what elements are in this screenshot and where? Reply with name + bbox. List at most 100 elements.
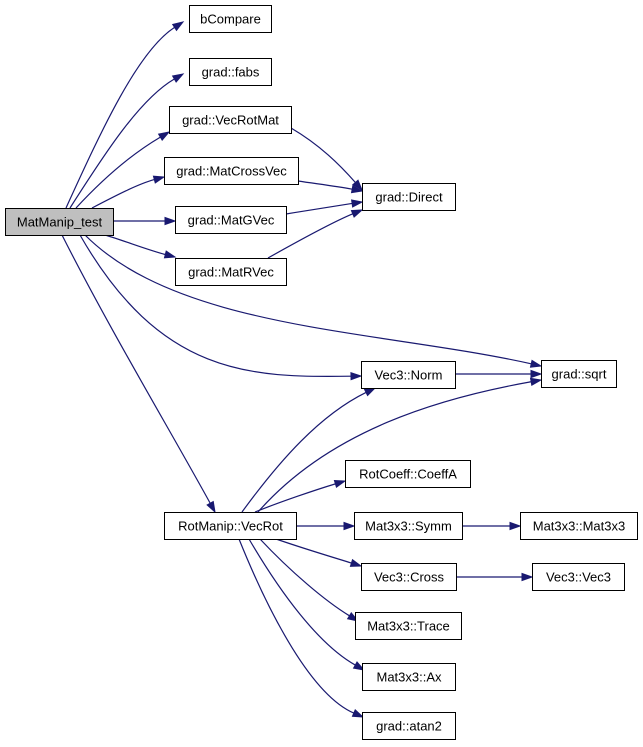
node-cross[interactable]: Vec3::Cross (361, 563, 457, 591)
node-box[interactable] (164, 157, 299, 185)
node-box[interactable] (355, 612, 462, 640)
node-mat3x3[interactable]: Mat3x3::Mat3x3 (520, 512, 638, 540)
node-box[interactable] (175, 206, 287, 234)
arrow-head-icon (349, 558, 363, 567)
node-label: RotManip::VecRot (178, 519, 283, 534)
edge-line (91, 179, 155, 209)
node-norm[interactable]: Vec3::Norm (361, 361, 456, 389)
arrow-head-icon (509, 521, 522, 531)
node-trace[interactable]: Mat3x3::Trace (355, 612, 462, 640)
edge-line (238, 538, 355, 714)
node-box[interactable] (5, 208, 114, 236)
arrow-head-icon (350, 184, 364, 194)
node-matrvec[interactable]: grad::MatRVec (175, 258, 287, 286)
node-box[interactable] (362, 712, 456, 740)
edge-root-to-fabs (69, 73, 185, 209)
node-sqrt[interactable]: grad::sqrt (541, 360, 617, 388)
node-box[interactable] (175, 258, 287, 286)
edge-line (275, 538, 352, 564)
arrow-head-icon (333, 479, 347, 489)
node-box[interactable] (189, 5, 272, 33)
node-direct[interactable]: grad::Direct (362, 183, 456, 211)
edge-line (75, 136, 161, 209)
edge-line (61, 234, 211, 504)
arrow-head-icon (521, 572, 534, 582)
arrow-head-icon (350, 371, 363, 381)
node-label: grad::fabs (202, 65, 260, 80)
node-symm[interactable]: Mat3x3::Symm (354, 512, 463, 540)
node-label: grad::MatRVec (188, 265, 274, 280)
node-box[interactable] (541, 360, 617, 388)
node-label: Vec3::Norm (375, 368, 443, 383)
node-label: grad::MatGVec (188, 213, 275, 228)
node-label: Mat3x3::Mat3x3 (533, 519, 626, 534)
edge-line (248, 538, 356, 666)
arrow-head-icon (352, 661, 366, 671)
node-box[interactable] (361, 563, 457, 591)
edge-line (79, 234, 352, 378)
arrow-head-icon (363, 387, 377, 397)
node-box[interactable] (361, 361, 456, 389)
node-box[interactable] (362, 663, 456, 691)
arrow-head-icon (206, 500, 216, 514)
edge-vecrot-to-symm (296, 521, 356, 531)
node-label: bCompare (200, 12, 261, 27)
node-box[interactable] (354, 512, 463, 540)
edge-root-to-vecrot (61, 234, 216, 514)
arrow-head-icon (171, 21, 185, 32)
edge-root-to-sqrt (84, 234, 543, 368)
node-box[interactable] (345, 460, 471, 488)
edge-line (69, 78, 175, 209)
edge-vecrot-to-coeffa (254, 479, 347, 513)
edge-line (297, 180, 353, 190)
node-vecrot[interactable]: RotManip::VecRot (164, 512, 297, 540)
edge-line (285, 202, 353, 215)
arrow-head-icon (529, 359, 543, 368)
node-box[interactable] (164, 512, 297, 540)
edge-root-to-matcrossvec (91, 175, 166, 209)
arrow-head-icon (530, 369, 543, 379)
node-label: Mat3x3::Symm (365, 519, 452, 534)
node-vec3[interactable]: Vec3::Vec3 (532, 563, 625, 591)
node-fabs[interactable]: grad::fabs (189, 58, 272, 86)
arrow-head-icon (157, 131, 171, 141)
node-atan2[interactable]: grad::atan2 (362, 712, 456, 740)
node-bcompare[interactable]: bCompare (189, 5, 272, 33)
node-root[interactable]: MatManip_test (5, 208, 114, 236)
arrow-head-icon (350, 199, 364, 208)
nodes-layer: MatManip_test bComparegrad::fabsgrad::Vec… (5, 5, 638, 740)
edges-layer (61, 21, 543, 718)
edge-vecrot-to-atan2 (238, 538, 365, 718)
arrow-head-icon (351, 179, 363, 192)
node-vecrotmat[interactable]: grad::VecRotMat (169, 106, 292, 134)
node-matgvec[interactable]: grad::MatGVec (175, 206, 287, 234)
node-label: grad::MatCrossVec (176, 164, 287, 179)
node-box[interactable] (520, 512, 638, 540)
edge-root-to-bcompare (65, 21, 185, 209)
node-ax[interactable]: Mat3x3::Ax (362, 663, 456, 691)
node-label: MatManip_test (17, 215, 103, 230)
node-box[interactable] (169, 106, 292, 134)
edge-root-to-matrvec (104, 234, 177, 259)
edge-vecrot-to-cross (275, 538, 363, 567)
edge-norm-to-sqrt (454, 369, 543, 379)
node-box[interactable] (189, 58, 272, 86)
edge-matgvec-to-direct (285, 199, 364, 215)
edge-vecrot-to-sqrt (257, 377, 543, 513)
edge-vecrotmat-to-direct (290, 127, 363, 192)
node-matcrossvec[interactable]: grad::MatCrossVec (164, 157, 299, 185)
edge-line (259, 538, 350, 617)
node-label: RotCoeff::CoeffA (359, 467, 457, 482)
edge-vecrot-to-norm (241, 387, 377, 513)
arrow-head-icon (343, 521, 356, 531)
edge-matcrossvec-to-direct (297, 180, 364, 194)
node-label: Vec3::Vec3 (546, 570, 611, 585)
node-box[interactable] (532, 563, 625, 591)
node-box[interactable] (362, 183, 456, 211)
node-label: Mat3x3::Trace (367, 619, 450, 634)
node-label: Mat3x3::Ax (376, 670, 442, 685)
node-label: Vec3::Cross (374, 570, 445, 585)
node-coeffa[interactable]: RotCoeff::CoeffA (345, 460, 471, 488)
arrow-head-icon (171, 73, 185, 83)
